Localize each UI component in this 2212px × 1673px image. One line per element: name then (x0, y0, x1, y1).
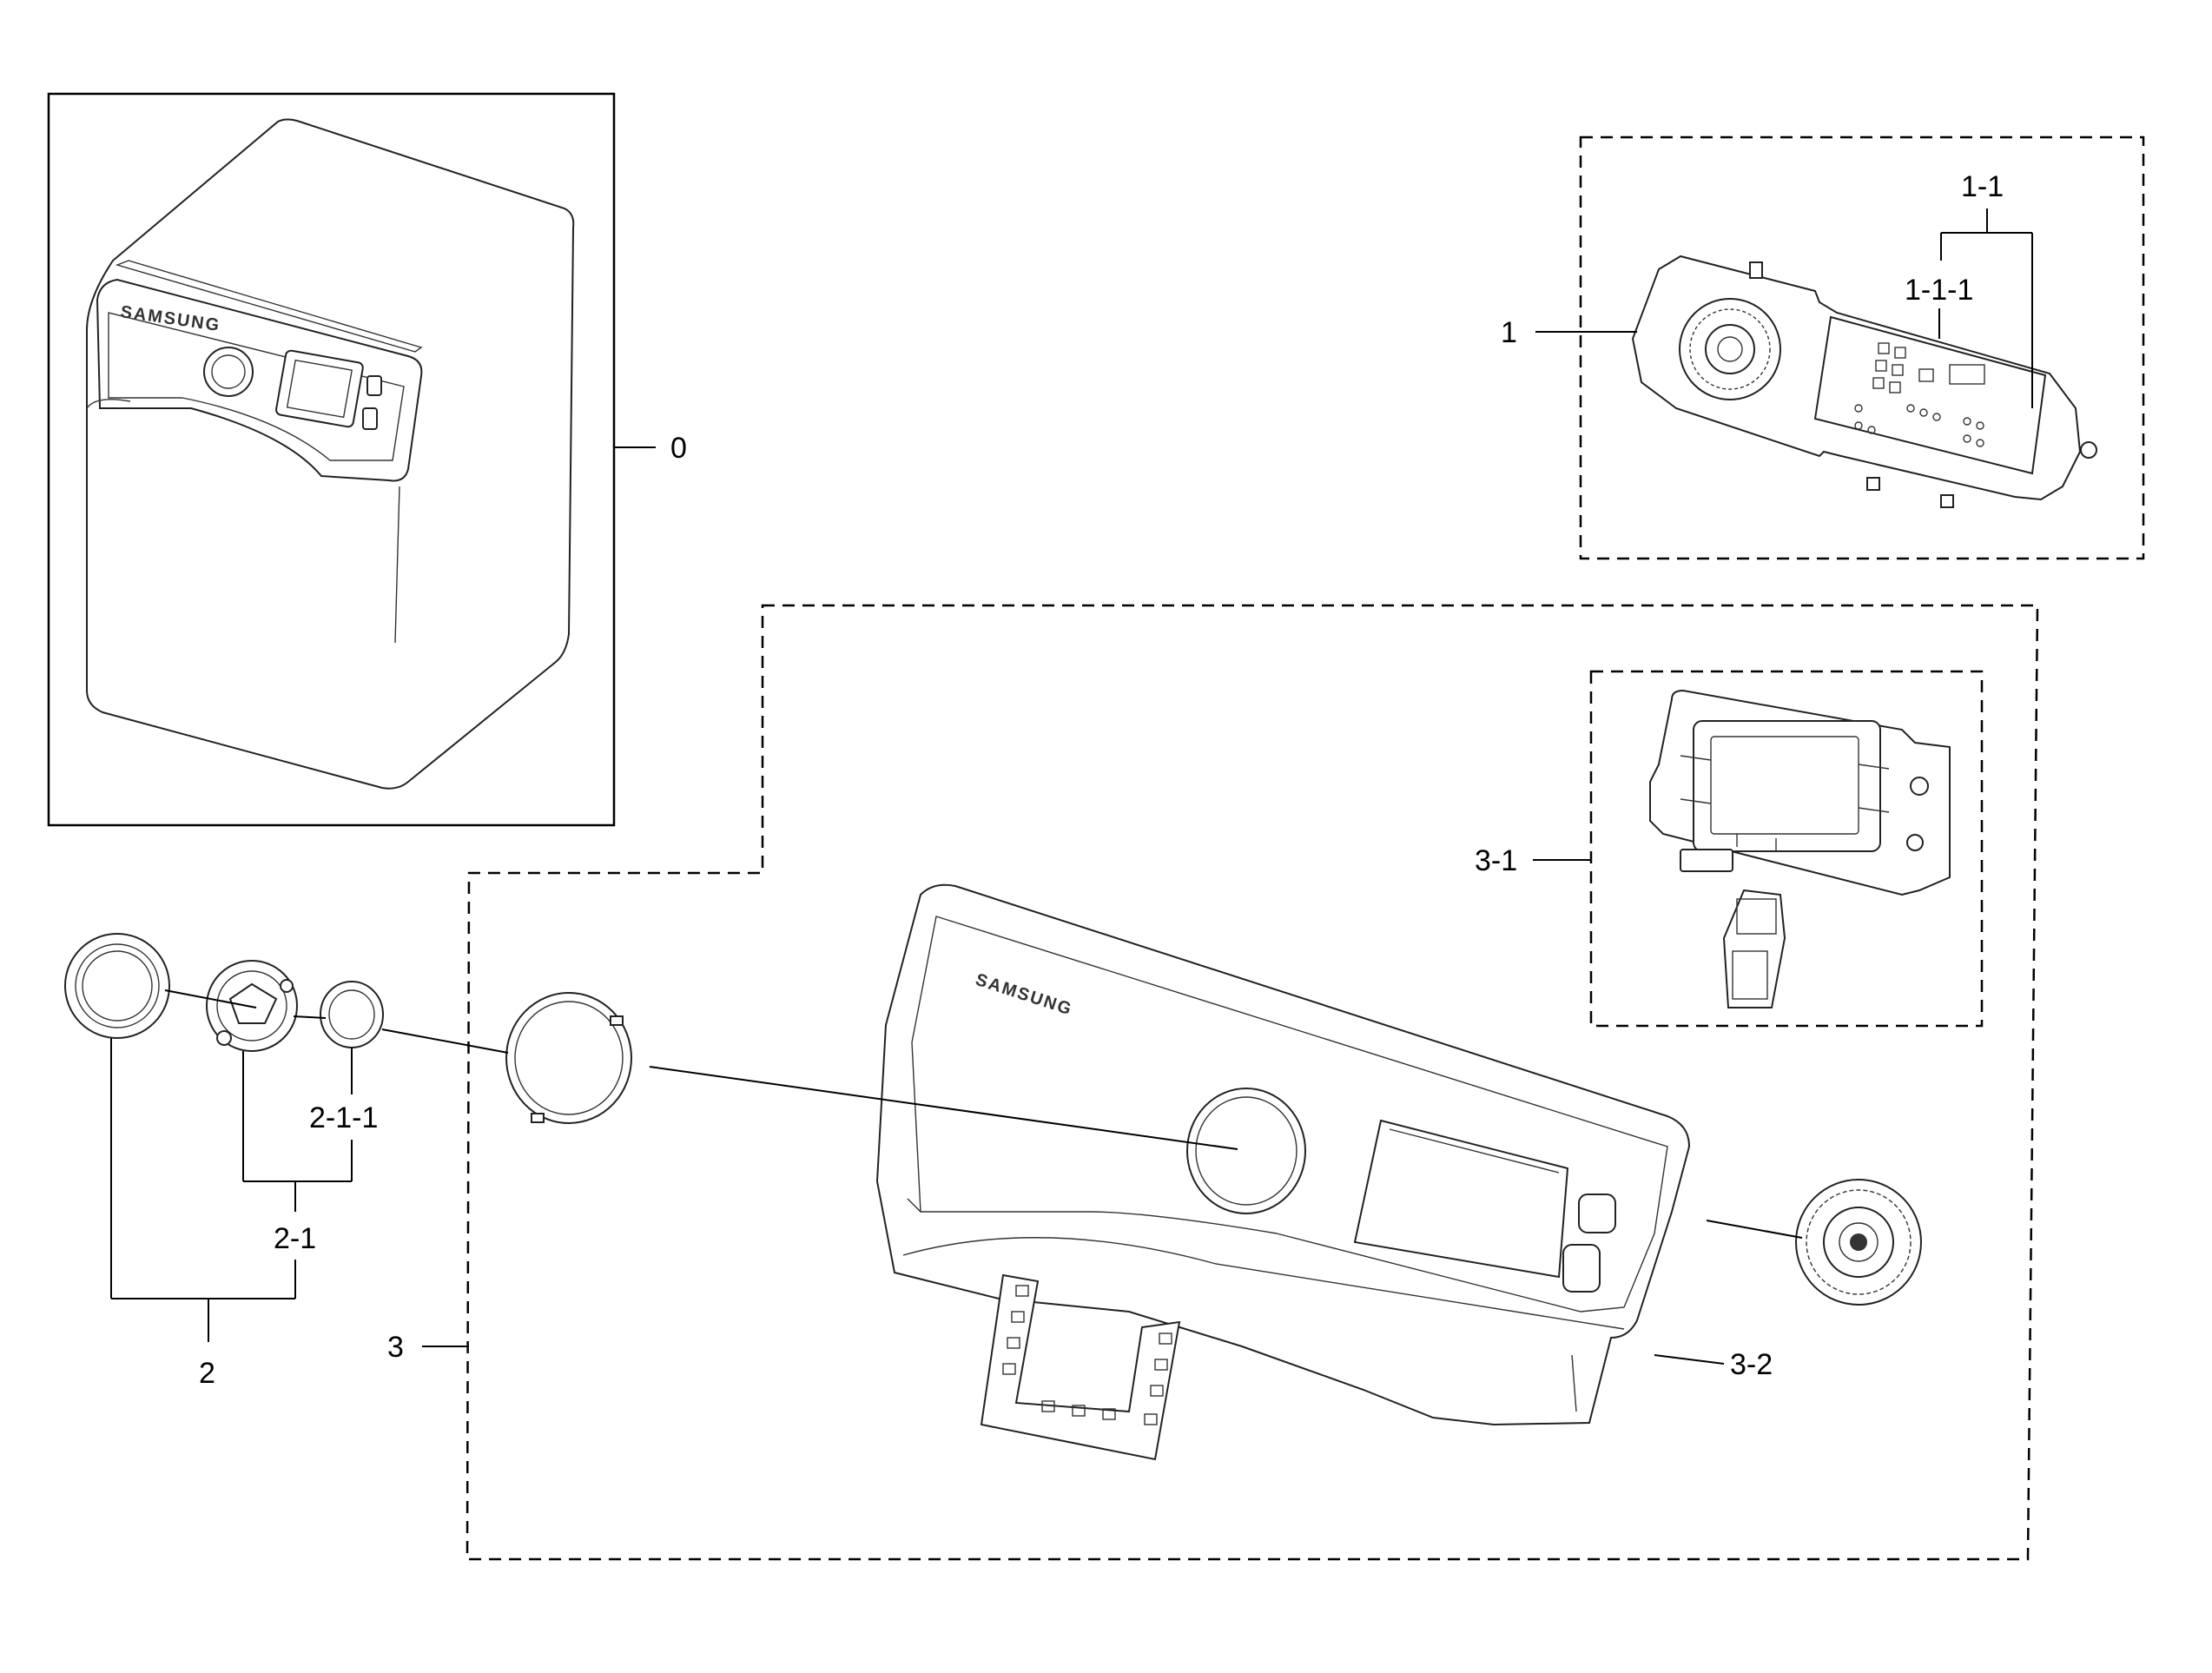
assembly-3-1-display-pcb[interactable] (1589, 670, 1984, 1028)
box-1-dashed (1579, 136, 2145, 560)
assembly-0-washer[interactable]: SAMSUNG (47, 92, 616, 827)
display-ribbon-connector (1722, 889, 1786, 1008)
knob-body (206, 960, 298, 1052)
dial-ring[interactable] (505, 992, 632, 1124)
encoder-knob-3-2[interactable] (1795, 1179, 1922, 1306)
label-1-1: 1-1 (1961, 170, 2004, 203)
control-panel-button-lower (1562, 1244, 1601, 1293)
box-0-frame (47, 92, 616, 827)
pcb-board (1813, 315, 2047, 475)
led-board[interactable] (980, 1273, 1181, 1461)
knob-inner-ring (320, 981, 384, 1048)
control-panel-button-upper (1578, 1194, 1616, 1233)
label-2-1: 2-1 (274, 1222, 316, 1255)
label-2: 2 (199, 1357, 215, 1390)
label-1: 1 (1501, 316, 1517, 349)
control-panel-dial-opening (1186, 1088, 1306, 1214)
control-panel-display-window (1353, 1119, 1569, 1279)
washer-dial (203, 347, 254, 397)
knob-cap (64, 933, 170, 1039)
display-screen (1693, 720, 1881, 852)
control-panel-3[interactable]: SAMSUNG (875, 883, 1691, 1426)
label-1-1-1: 1-1-1 (1905, 274, 1973, 307)
washer-display (275, 349, 364, 428)
label-3: 3 (387, 1331, 404, 1364)
assembly-2-knob[interactable] (64, 933, 384, 1052)
label-3-2: 3-2 (1730, 1348, 1773, 1381)
assembly-1-main-pcb[interactable] (1579, 136, 2145, 560)
pcb-buttons (1854, 342, 1985, 447)
label-0: 0 (670, 432, 687, 465)
label-3-1: 3-1 (1475, 844, 1517, 877)
label-2-1-1: 2-1-1 (309, 1101, 378, 1134)
box-3-1-dashed (1589, 670, 1984, 1028)
